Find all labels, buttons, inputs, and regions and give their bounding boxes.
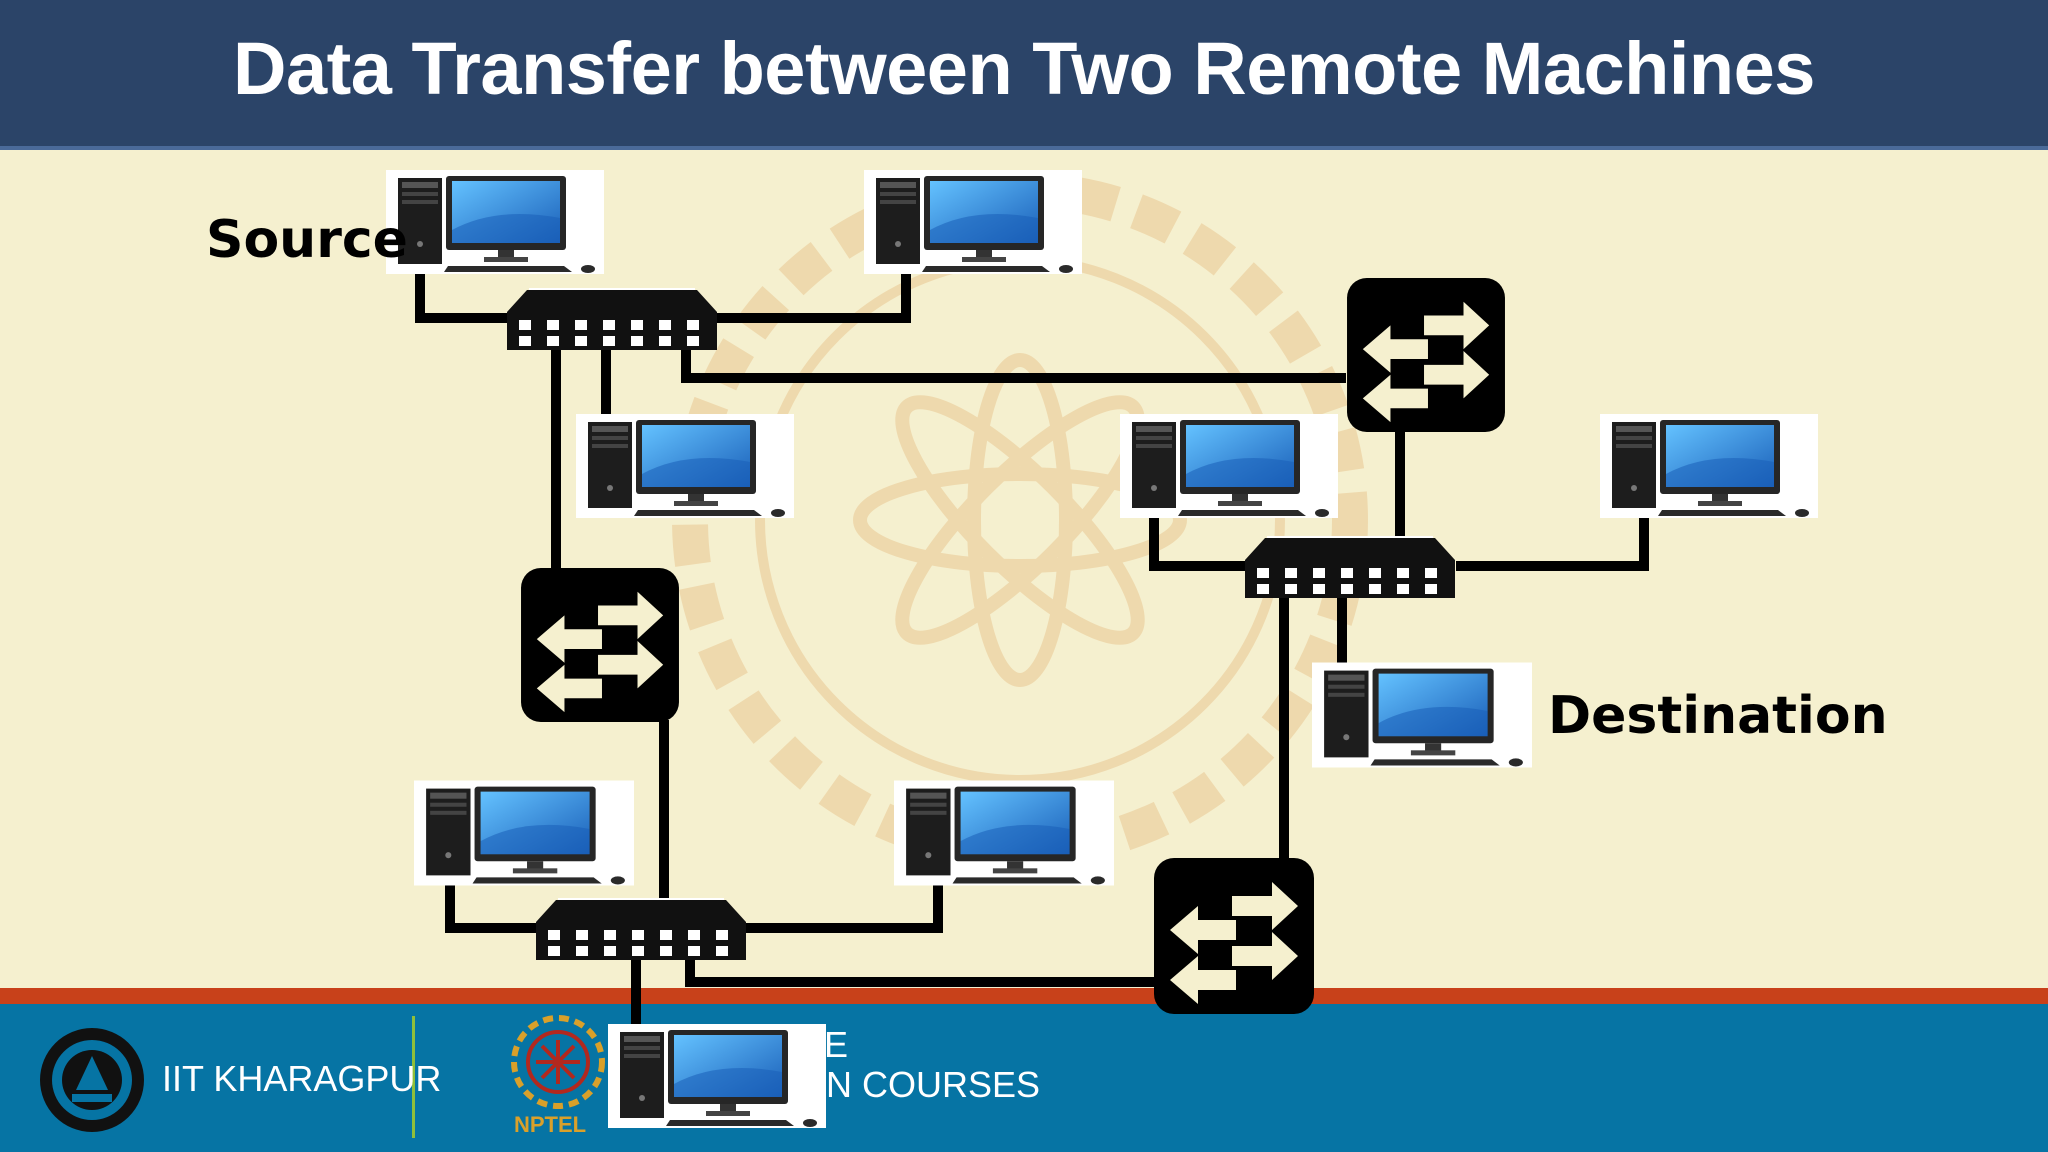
router-icon <box>1347 278 1505 432</box>
slide-title: Data Transfer between Two Remote Machine… <box>233 27 1815 110</box>
footer-divider <box>412 1016 415 1138</box>
title-bar: Data Transfer between Two Remote Machine… <box>0 0 2048 150</box>
computer-icon <box>608 1024 826 1128</box>
footer-institute: IIT KHARAGPUR <box>162 1058 442 1099</box>
computer-icon <box>864 170 1082 274</box>
computer-icon <box>894 780 1114 886</box>
switch-icon <box>1244 535 1456 598</box>
destination-label: Destination <box>1548 686 1888 746</box>
computer-icon-destination <box>1312 662 1532 768</box>
computer-icon-source <box>386 170 604 274</box>
footer-bar <box>0 988 2048 1152</box>
router-icon <box>521 568 679 722</box>
computer-icon <box>576 414 794 518</box>
switch-icon <box>506 287 718 350</box>
computer-icon <box>1600 414 1818 518</box>
computer-icon <box>414 780 634 886</box>
computer-icon <box>1120 414 1338 518</box>
network-links <box>415 264 1649 1028</box>
footer-program: N COURSES <box>826 1064 1041 1105</box>
footer-nptel: NPTEL <box>514 1112 587 1137</box>
iit-kharagpur-logo-icon <box>40 1028 144 1132</box>
source-label: Source <box>206 210 408 270</box>
switch-icon <box>534 897 748 960</box>
router-icon <box>1154 858 1314 1014</box>
footer-program-top: E <box>824 1024 849 1065</box>
nptel-logo-icon <box>511 1015 605 1109</box>
watermark-emblem <box>672 172 1368 868</box>
